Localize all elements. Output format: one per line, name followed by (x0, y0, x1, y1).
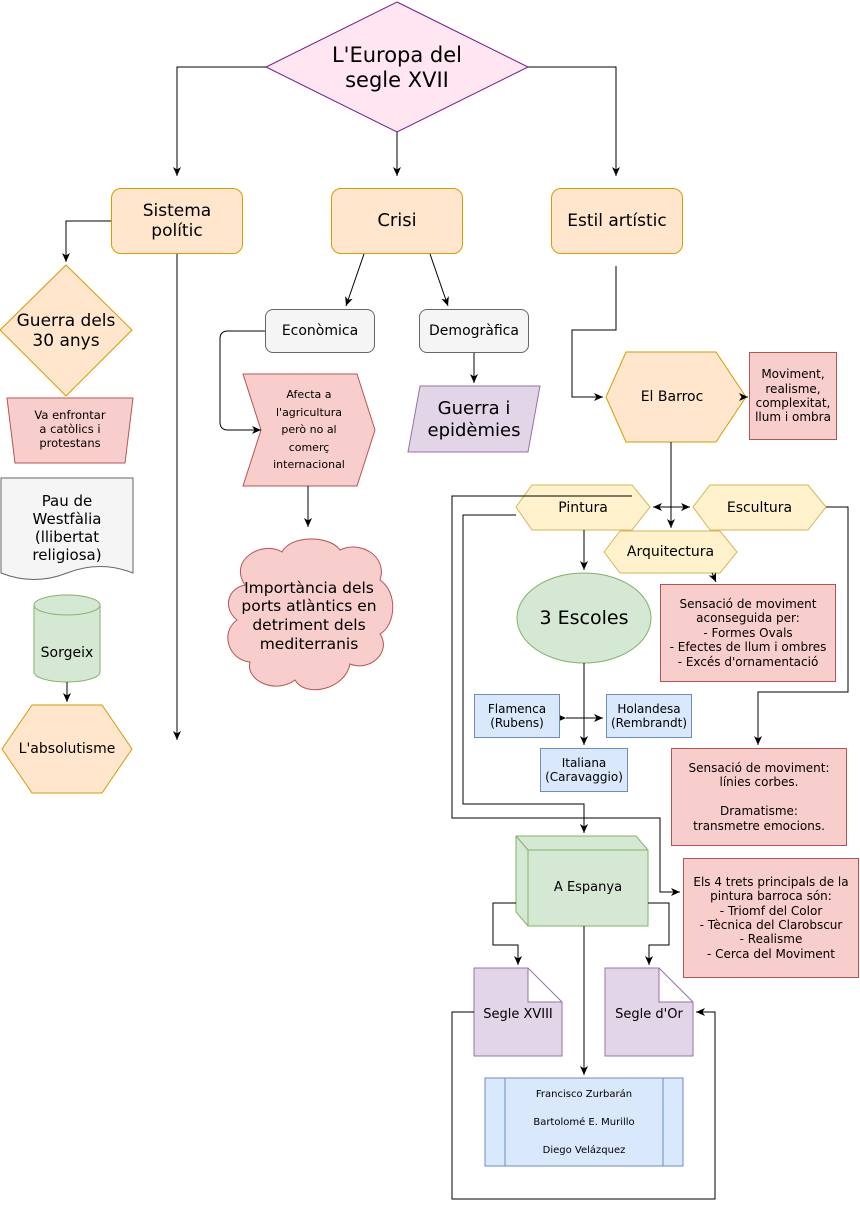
crisi-node: Crisi (331, 188, 463, 254)
painter-zurbaran: Francisco Zurbarán (535, 1089, 633, 1100)
edge-economica-afecta (219, 330, 265, 434)
guerra-epidemies-label: Guerra i epidèmies (427, 398, 521, 441)
edge-crisi-demografica (429, 253, 449, 307)
painter-velazquez: Diego Velázquez (542, 1145, 626, 1156)
escoles-label: 3 Escoles (539, 606, 629, 629)
edge-estil-barroc (571, 266, 617, 401)
moviment-node: Moviment, realisme, complexitat, llum i … (749, 352, 837, 440)
pau-label: Pau de Westfàlia (llibertat religiosa) (32, 492, 102, 564)
pintura-label: Pintura (558, 499, 608, 516)
arquitectura-text-node: Sensació de moviment aconseguida per: - … (660, 584, 836, 682)
ports-label: Importància dels ports atlàntics en detr… (241, 578, 377, 653)
arquitectura-label: Arquitectura (626, 543, 715, 560)
italiana-node: Italiana (Caravaggio) (540, 748, 628, 792)
segleor-label: Segle d'Or (615, 1007, 683, 1023)
enfrontar-label: Va enfrontar a catòlics i protestans (34, 408, 106, 450)
edge-espanya-segle18 (492, 902, 522, 965)
estil-node: Estil artístic (551, 188, 683, 254)
guerra30-diamond (0, 264, 133, 397)
guerra30-label: Guerra dels 30 anys (16, 310, 116, 351)
edge-sistema-guerra (62, 220, 111, 262)
edge-pintura-trets (451, 495, 680, 896)
arquitectura-hexagon (603, 530, 738, 574)
segle18-label: Segle XVIII (483, 1007, 553, 1023)
painters-process (484, 1077, 684, 1167)
painter-murillo: Bartolomé E. Murillo (533, 1117, 635, 1128)
espanya-cube (515, 835, 649, 927)
barroc-label: El Barroc (640, 388, 704, 405)
edge-title-sistema (173, 66, 266, 176)
edge-escultura-text (754, 506, 849, 745)
edge-title-estil (528, 66, 620, 176)
title-label: L'Europa del segle XVII (331, 42, 463, 92)
demografica-node: Demogràfica (419, 309, 529, 353)
edge-segle18-segleor (451, 1008, 716, 1200)
edge-arquitectura-text (708, 572, 717, 583)
espanya-label: A Espanya (553, 880, 623, 896)
escultura-hexagon (692, 484, 827, 531)
sorgeix-cylinder (33, 594, 101, 683)
economica-node: Econòmica (265, 309, 375, 353)
escultura-label: Escultura (726, 499, 793, 516)
edge-pintura-espanya (462, 514, 588, 833)
escultura-text-node: Sensació de moviment: línies corbes. Dra… (671, 748, 847, 846)
edge-crisi-economica (345, 253, 365, 307)
absolutisme-hexagon (1, 704, 133, 794)
flamenca-node: Flamenca (Rubens) (474, 694, 560, 738)
absolutisme-label: L'absolutisme (18, 740, 116, 757)
edge-espanya-segleor (645, 902, 670, 965)
afecta-label: Afecta a l'agricultura però no al comerç… (273, 388, 345, 472)
segleor-note (604, 967, 694, 1057)
holandesa-node: Holandesa (Rembrandt) (606, 694, 692, 738)
segle18-note (473, 967, 563, 1057)
barroc-hexagon (605, 351, 747, 443)
ports-cloud (227, 538, 394, 691)
trets-node: Els 4 trets principals de la pintura bar… (683, 858, 859, 978)
enfrontar-trapezoid (6, 397, 134, 464)
pau-document (0, 477, 134, 580)
guerra-epidemies-parallelogram (407, 385, 541, 453)
sorgeix-label: Sorgeix (40, 644, 94, 661)
sistema-node: Sistema polític (111, 188, 243, 254)
